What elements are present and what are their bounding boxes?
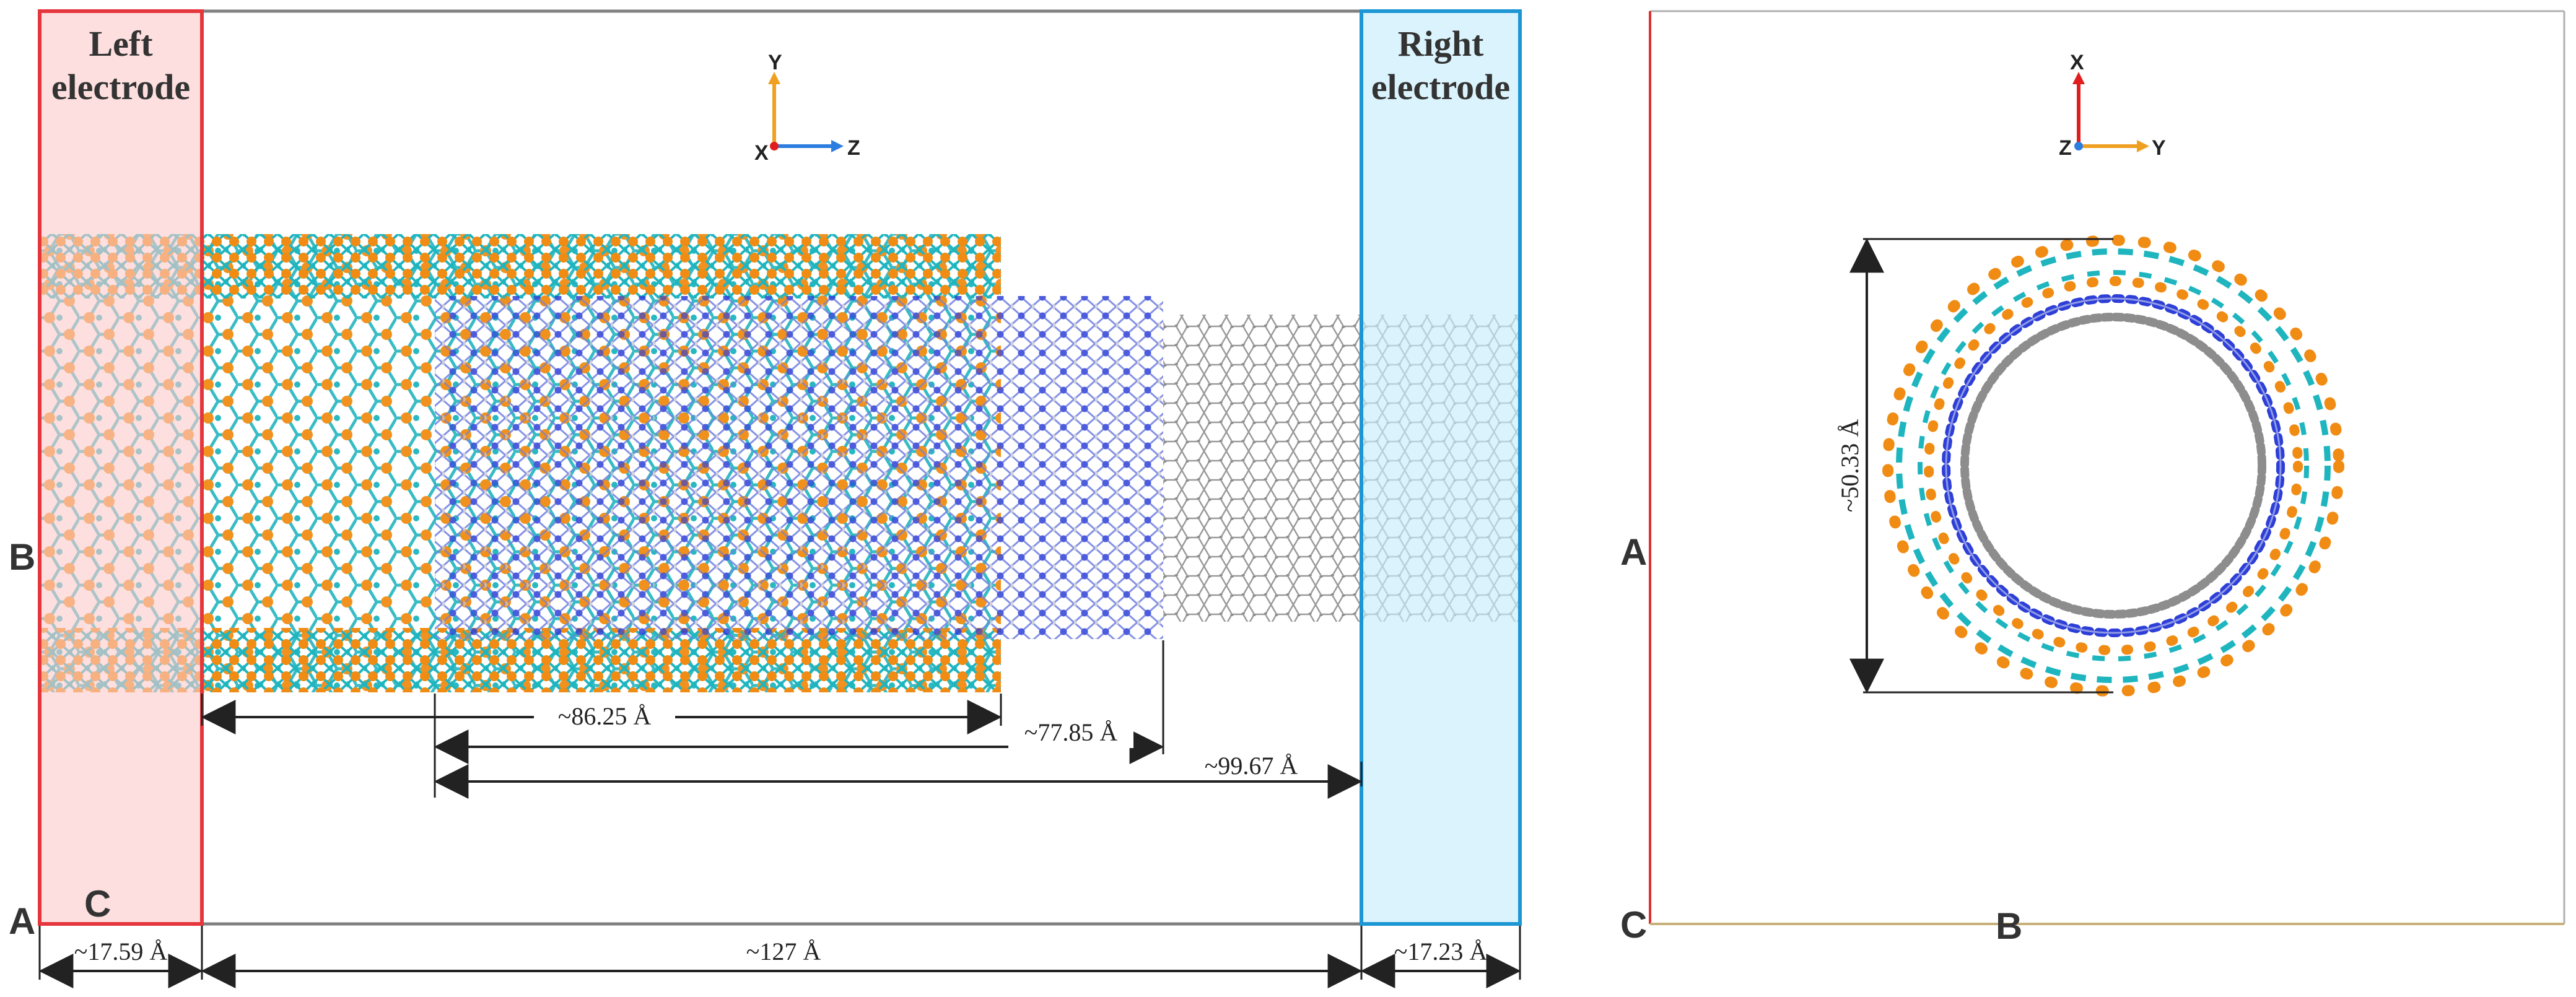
cross-cell-label-b: B <box>1996 905 2022 947</box>
left-electrode-region <box>38 9 204 926</box>
right-electrode-label-2: electrode <box>1371 67 1510 107</box>
right-electrode-label: Right <box>1398 24 1484 64</box>
left-electrode-width-label: ~17.59 Å <box>74 938 168 965</box>
side-view-panel: Left electrode Right electrode Y Z X ~86… <box>9 9 1522 988</box>
diameter-label: ~50.33 Å <box>1836 419 1864 513</box>
axis-triad-yz: Y Z X <box>754 51 860 165</box>
middle-tube-length-label: ~77.85 Å <box>1024 718 1118 746</box>
axis-label-x: X <box>754 141 769 165</box>
scattering-region-width-label: ~127 Å <box>746 938 821 965</box>
cell-vector-label-a: A <box>9 900 35 942</box>
cross-section-panel: X Y Z ~50.33 Å A C B <box>1620 10 2565 947</box>
cross-section-inner-ring <box>1960 313 2266 619</box>
axis-triad-xy: X Y Z <box>2059 51 2166 160</box>
cell-vector-label-b: B <box>9 536 35 578</box>
cross-section-middle-ring <box>1942 294 2285 637</box>
cross-cell-label-a: A <box>1620 531 1647 573</box>
dimension-lines: ~86.25 Å ~77.85 Å ~99.67 Å ~17.59 Å ~127… <box>38 640 1521 988</box>
cross-cell-label-c: C <box>1620 904 1647 946</box>
cell-vector-label-c: C <box>84 883 111 925</box>
cross-section-outer-ring <box>1882 235 2344 697</box>
outer-tube-length-label: ~86.25 Å <box>558 702 652 730</box>
axis-label-z-origin: Z <box>2059 136 2072 160</box>
axis-label-y: Y <box>768 51 782 74</box>
diameter-dimension: ~50.33 Å <box>1836 238 2113 694</box>
middle-nanotube <box>435 296 1163 639</box>
inner-tube-length-label: ~99.67 Å <box>1205 752 1298 780</box>
left-electrode-label-2: electrode <box>51 67 190 107</box>
axis-label-z: Z <box>847 136 860 160</box>
left-electrode-label: Left <box>89 24 153 64</box>
axis-label-x-top: X <box>2070 51 2084 74</box>
right-electrode-region <box>1360 9 1522 926</box>
axis-label-y-right: Y <box>2152 136 2166 160</box>
right-electrode-width-label: ~17.23 Å <box>1394 938 1488 965</box>
